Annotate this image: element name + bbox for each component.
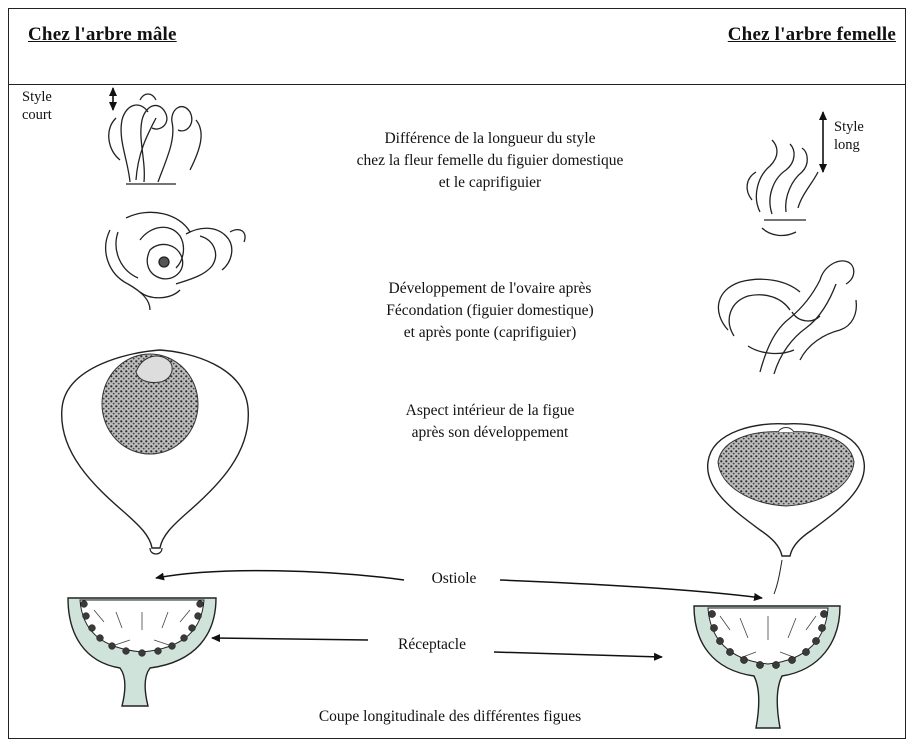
receptacle-arrow-right xyxy=(493,651,663,661)
style-difference-caption: Différence de la longueur du style chez … xyxy=(356,130,624,191)
receptacle-label: Réceptacle xyxy=(398,636,466,653)
receptacle-arrows xyxy=(211,634,663,661)
female-tree-heading: Chez l'arbre femelle xyxy=(727,24,896,45)
diagram-frame xyxy=(8,8,906,739)
style-long-label: Style long xyxy=(834,119,864,153)
section-caption: Coupe longitudinale des différentes figu… xyxy=(318,708,582,725)
fig-interior-male-tree xyxy=(61,349,249,555)
ovary-male-tree xyxy=(105,211,246,311)
long-style-flower xyxy=(746,139,819,237)
longitudinal-section-female-tree xyxy=(693,605,841,729)
fig-interior-caption: Aspect intérieur de la figue après son d… xyxy=(405,402,575,441)
female-fig-pointer xyxy=(773,559,783,595)
ostiole-arrow-right xyxy=(499,579,763,601)
ostiole-arrow-left xyxy=(155,569,405,581)
header-divider xyxy=(8,84,906,85)
receptacle-arrow-left xyxy=(211,634,369,643)
male-tree-heading: Chez l'arbre mâle xyxy=(28,24,177,45)
short-style-flower xyxy=(108,93,202,185)
style-court-label: Style court xyxy=(22,89,52,123)
ovary-female-tree xyxy=(717,260,858,375)
ovary-development-caption: Développement de l'ovaire après Fécondat… xyxy=(386,280,594,341)
ostiole-arrows xyxy=(155,569,763,601)
fig-interior-female-tree xyxy=(707,423,865,557)
ostiole-label: Ostiole xyxy=(431,570,477,587)
longitudinal-section-male-tree xyxy=(67,597,217,707)
